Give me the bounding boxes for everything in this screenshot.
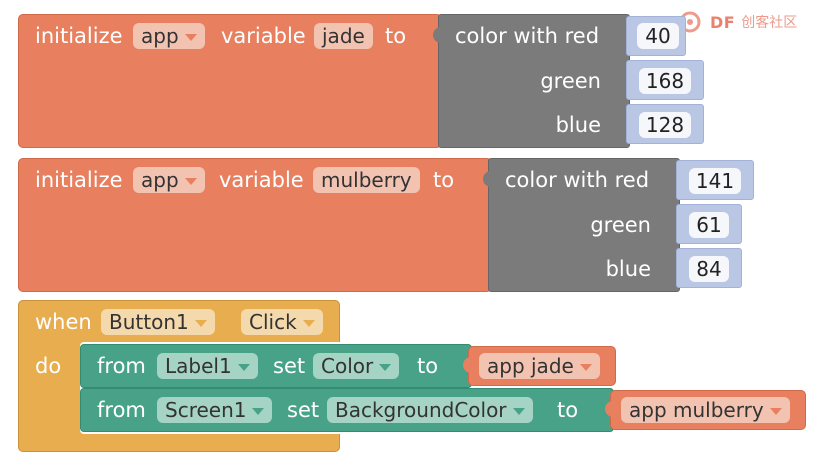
- component-dropdown[interactable]: Label1: [157, 353, 258, 379]
- green-label: green: [590, 213, 651, 237]
- df-logo: DF 创客社区: [676, 8, 797, 36]
- event-dropdown[interactable]: Click: [241, 309, 323, 335]
- variable-dropdown-label: app jade: [487, 354, 574, 378]
- scope-dropdown-label: app: [141, 168, 179, 192]
- get-variable-block-jade[interactable]: app jade: [463, 346, 616, 386]
- chevron-down-icon: [252, 407, 265, 415]
- logo-sub-text: 创客社区: [741, 15, 798, 31]
- red-value: 141: [695, 169, 735, 193]
- green-value: 61: [696, 213, 722, 237]
- variable-name-label: jade: [322, 24, 365, 48]
- chevron-down-icon: [184, 33, 197, 41]
- component-dropdown[interactable]: Button1: [101, 309, 215, 335]
- blue-value: 128: [645, 113, 685, 137]
- blue-label: blue: [605, 257, 651, 281]
- number-block-blue-jade[interactable]: 128: [626, 104, 704, 144]
- initialize-keyword: initialize: [35, 168, 123, 192]
- init-variable-block-jade[interactable]: initialize app variable jade to: [18, 14, 442, 148]
- variable-dropdown[interactable]: app mulberry: [621, 397, 790, 423]
- chevron-down-icon: [184, 177, 197, 185]
- init-variable-block-mulberry[interactable]: initialize app variable mulberry to: [18, 158, 492, 292]
- variable-name-label: mulberry: [321, 168, 412, 192]
- component-dropdown-label: Screen1: [165, 398, 247, 422]
- number-block-red-mulberry[interactable]: 141: [676, 160, 754, 200]
- set-property-block-screen1[interactable]: from Screen1 set BackgroundColor to: [80, 388, 614, 432]
- chevron-down-icon: [769, 407, 782, 415]
- property-dropdown-label: BackgroundColor: [335, 398, 507, 422]
- property-dropdown[interactable]: BackgroundColor: [327, 397, 533, 423]
- variable-keyword: variable: [221, 24, 306, 48]
- chevron-down-icon: [512, 407, 525, 415]
- to-keyword: to: [417, 354, 439, 378]
- blue-label: blue: [555, 113, 601, 137]
- from-keyword: from: [97, 354, 146, 378]
- variable-dropdown[interactable]: app jade: [479, 353, 600, 379]
- get-variable-block-mulberry[interactable]: app mulberry: [605, 390, 806, 430]
- from-keyword: from: [97, 398, 146, 422]
- number-field-green[interactable]: 168: [639, 68, 691, 94]
- to-keyword: to: [433, 168, 455, 192]
- number-block-red-jade[interactable]: 40: [626, 16, 686, 56]
- red-value: 40: [645, 24, 671, 48]
- green-label: green: [540, 69, 601, 93]
- chevron-down-icon: [237, 363, 250, 371]
- chevron-down-icon: [302, 319, 315, 327]
- to-keyword: to: [557, 398, 579, 422]
- variable-name-field[interactable]: jade: [314, 23, 373, 49]
- when-keyword: when: [35, 310, 92, 334]
- set-keyword: set: [287, 398, 320, 422]
- number-block-blue-mulberry[interactable]: 84: [676, 248, 742, 288]
- scope-dropdown-label: app: [141, 24, 179, 48]
- property-dropdown[interactable]: Color: [313, 353, 400, 379]
- initialize-keyword: initialize: [35, 24, 123, 48]
- color-block-jade[interactable]: color with red green blue: [433, 14, 630, 148]
- number-field-red[interactable]: 141: [689, 168, 741, 194]
- scope-dropdown[interactable]: app: [133, 167, 205, 193]
- set-property-block-label1[interactable]: from Label1 set Color to: [80, 344, 472, 388]
- number-block-green-mulberry[interactable]: 61: [676, 204, 742, 244]
- variable-keyword: variable: [219, 168, 304, 192]
- component-dropdown[interactable]: Screen1: [157, 397, 273, 423]
- to-keyword: to: [385, 24, 407, 48]
- scope-dropdown[interactable]: app: [133, 23, 205, 49]
- number-block-green-jade[interactable]: 168: [626, 60, 704, 100]
- green-value: 168: [645, 69, 685, 93]
- chevron-down-icon: [194, 319, 207, 327]
- color-with-red-label: color with red: [505, 168, 650, 192]
- number-field-red[interactable]: 40: [637, 23, 679, 49]
- component-dropdown-label: Button1: [109, 310, 189, 334]
- property-dropdown-label: Color: [321, 354, 374, 378]
- chevron-down-icon: [379, 363, 392, 371]
- number-field-blue[interactable]: 128: [639, 112, 691, 138]
- logo-brand-text: DF: [710, 12, 736, 32]
- number-field-green[interactable]: 61: [689, 212, 729, 238]
- set-keyword: set: [273, 354, 306, 378]
- number-field-blue[interactable]: 84: [689, 256, 729, 282]
- blue-value: 84: [696, 257, 722, 281]
- variable-name-field[interactable]: mulberry: [313, 167, 420, 193]
- do-keyword: do: [35, 354, 62, 378]
- chevron-down-icon: [579, 363, 592, 371]
- color-block-mulberry[interactable]: color with red green blue: [483, 158, 680, 292]
- component-dropdown-label: Label1: [165, 354, 232, 378]
- event-dropdown-label: Click: [249, 310, 297, 334]
- variable-dropdown-label: app mulberry: [629, 398, 764, 422]
- color-with-red-label: color with red: [455, 24, 600, 48]
